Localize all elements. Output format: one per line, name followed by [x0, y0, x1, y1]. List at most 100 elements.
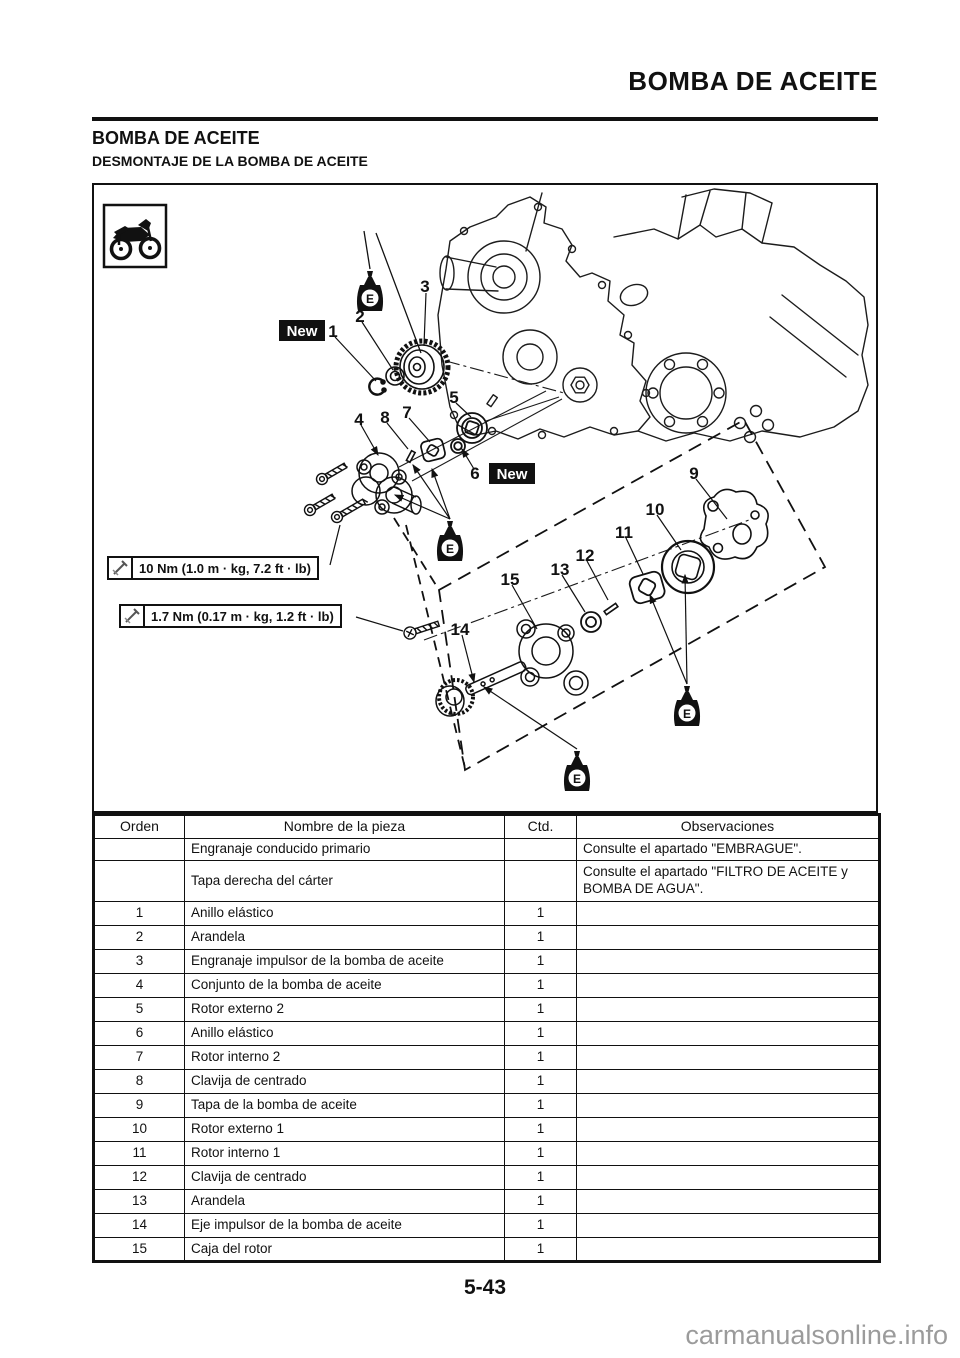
oil-symbol-e-top: E	[356, 230, 422, 354]
cell-nombre: Anillo elástico	[184, 1021, 505, 1046]
cell-orden: 3	[93, 949, 185, 974]
header-rule	[92, 117, 878, 121]
part-circlip-1	[368, 377, 387, 396]
oil-symbol-label: E	[446, 542, 454, 556]
part-inner-rotor-7	[420, 437, 446, 463]
part-pin-8	[405, 449, 417, 464]
cell-observaciones	[576, 1069, 880, 1094]
cell-nombre: Tapa derecha del cárter	[184, 860, 505, 902]
part-outer-rotor-5	[456, 412, 488, 444]
cell-nombre: Eje impulsor de la bomba de aceite	[184, 1213, 505, 1238]
cell-observaciones	[576, 925, 880, 950]
col-header-nombre: Nombre de la pieza	[184, 814, 505, 839]
cell-ctd: 1	[504, 901, 577, 926]
callout-14: 14	[451, 620, 470, 639]
cell-nombre: Rotor interno 1	[184, 1141, 505, 1166]
cell-observaciones	[576, 1189, 880, 1214]
callout-3: 3	[420, 277, 429, 296]
cell-ctd: 1	[504, 1165, 577, 1190]
new-badge-label: New	[497, 466, 528, 483]
callout-leaders	[329, 292, 728, 684]
cell-ctd: 1	[504, 1237, 577, 1262]
callout-2: 2	[355, 307, 364, 326]
part-washer-13	[580, 611, 602, 633]
section-title: BOMBA DE ACEITE	[92, 128, 260, 148]
callout-13: 13	[551, 560, 570, 579]
cell-observaciones	[576, 1117, 880, 1142]
new-badge-middle: New	[489, 463, 535, 484]
new-badge-top: New	[279, 320, 325, 341]
cell-orden	[93, 860, 185, 902]
cell-ctd: 1	[504, 1141, 577, 1166]
cell-nombre: Clavija de centrado	[184, 1069, 505, 1094]
oil-symbol-e-middle: E	[393, 464, 464, 561]
cell-nombre: Arandela	[184, 1189, 505, 1214]
callout-7: 7	[402, 403, 411, 422]
cell-ctd: 1	[504, 925, 577, 950]
part-rotor-housing-15	[516, 619, 589, 696]
cell-orden: 9	[93, 1093, 185, 1118]
callout-1: 1	[328, 322, 337, 341]
col-header-orden: Orden	[93, 814, 185, 839]
callout-15: 15	[501, 570, 520, 589]
new-badge-label: New	[287, 323, 318, 340]
table-row: Tapa derecha del cárter Consulte el apart…	[93, 860, 880, 902]
cell-ctd: 1	[504, 1069, 577, 1094]
cell-nombre: Engranaje conducido primario	[184, 838, 505, 861]
oil-symbol-label: E	[683, 707, 691, 721]
col-header-observaciones: Observaciones	[576, 814, 880, 839]
callout-12: 12	[576, 546, 595, 565]
axis-centerlines	[398, 360, 750, 641]
torque-value-label: 10 Nm (1.0 m · kg, 7.2 ft · lb)	[139, 560, 311, 576]
cell-ctd	[504, 860, 577, 902]
cell-observaciones	[576, 1045, 880, 1070]
cell-observaciones	[576, 1213, 880, 1238]
cell-nombre: Rotor externo 1	[184, 1117, 505, 1142]
oil-symbol-label: E	[366, 292, 374, 306]
cell-observaciones: Consulte el apartado "EMBRAGUE".	[576, 838, 880, 861]
cell-observaciones	[576, 949, 880, 974]
cell-nombre: Conjunto de la bomba de aceite	[184, 973, 505, 998]
cell-orden: 11	[93, 1141, 185, 1166]
part-impeller-shaft-14	[435, 661, 527, 717]
exploded-view-drawing: E E E	[102, 188, 869, 791]
cell-observaciones: Consulte el apartado "FILTRO DE ACEITE y…	[576, 860, 880, 902]
cell-nombre: Arandela	[184, 925, 505, 950]
cell-observaciones	[576, 1165, 880, 1190]
pump-bolts	[303, 462, 369, 524]
callout-10: 10	[646, 500, 665, 519]
cell-orden: 14	[93, 1213, 185, 1238]
cell-observaciones	[576, 1237, 880, 1262]
callout-11: 11	[615, 523, 633, 542]
cell-observaciones	[576, 997, 880, 1022]
cell-ctd: 1	[504, 1093, 577, 1118]
cell-ctd: 1	[504, 1189, 577, 1214]
torque-wrench-icon	[121, 606, 145, 626]
watermark: carmanualsonline.info	[685, 1320, 948, 1350]
cell-orden: 13	[93, 1189, 185, 1214]
cell-ctd: 1	[504, 973, 577, 998]
torque-callout-1-7nm: 1.7 Nm (0.17 m · kg, 1.2 ft · lb)	[119, 604, 342, 628]
cell-orden: 4	[93, 973, 185, 998]
cell-nombre: Tapa de la bomba de aceite	[184, 1093, 505, 1118]
cell-orden: 7	[93, 1045, 185, 1070]
torque-callout-10nm: 10 Nm (1.0 m · kg, 7.2 ft · lb)	[107, 556, 319, 580]
cell-observaciones	[576, 973, 880, 998]
subsection-title: DESMONTAJE DE LA BOMBA DE ACEITE	[92, 153, 368, 169]
page-number: 5-43	[463, 1276, 507, 1299]
cell-ctd	[504, 838, 577, 861]
cell-orden: 5	[93, 997, 185, 1022]
cell-ctd: 1	[504, 997, 577, 1022]
